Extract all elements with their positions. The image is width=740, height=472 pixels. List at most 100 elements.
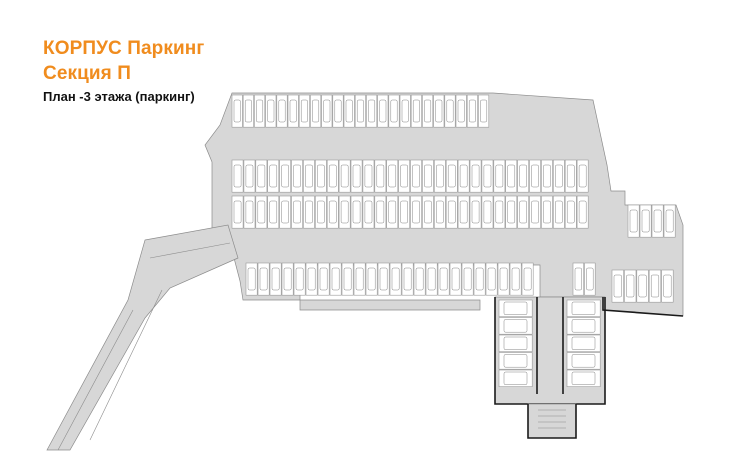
parking-spot bbox=[291, 159, 303, 193]
car-icon bbox=[269, 200, 278, 224]
parking-spot bbox=[413, 262, 426, 296]
parking-spot bbox=[242, 94, 254, 128]
parking-spot bbox=[298, 94, 310, 128]
parking-spot bbox=[425, 262, 438, 296]
parking-spot bbox=[466, 94, 478, 128]
car-icon bbox=[436, 164, 444, 188]
parking-spot bbox=[293, 262, 306, 296]
parking-spot bbox=[314, 195, 327, 229]
car-icon bbox=[317, 200, 325, 224]
car-icon bbox=[412, 99, 420, 123]
parking-spot bbox=[541, 159, 553, 193]
parking-spot bbox=[255, 195, 268, 229]
car-icon bbox=[289, 99, 297, 123]
car-icon bbox=[499, 267, 508, 291]
car-icon bbox=[468, 99, 476, 123]
parking-spot bbox=[498, 369, 533, 388]
parking-spot bbox=[648, 269, 662, 303]
parking-spot bbox=[469, 159, 482, 193]
car-icon bbox=[480, 99, 488, 123]
parking-spot bbox=[231, 159, 244, 193]
parking-spot bbox=[498, 299, 533, 318]
parking-spot bbox=[410, 94, 422, 128]
parking-spot bbox=[478, 94, 490, 128]
car-icon bbox=[305, 164, 313, 188]
parking-spot bbox=[457, 159, 470, 193]
car-icon bbox=[300, 99, 308, 123]
car-icon bbox=[511, 267, 520, 291]
parking-spot bbox=[639, 204, 652, 238]
lower-strip bbox=[299, 299, 481, 311]
car-icon bbox=[412, 164, 420, 188]
parking-spot bbox=[243, 159, 256, 193]
parking-spot bbox=[350, 159, 363, 193]
car-icon bbox=[355, 267, 364, 291]
car-icon bbox=[245, 200, 254, 224]
parking-spot bbox=[493, 159, 506, 193]
car-icon bbox=[503, 371, 528, 385]
car-icon bbox=[519, 200, 527, 224]
car-icon bbox=[571, 371, 596, 385]
car-icon bbox=[503, 301, 528, 315]
car-icon bbox=[388, 164, 397, 188]
car-icon bbox=[578, 200, 587, 224]
car-icon bbox=[352, 200, 361, 224]
parking-spot bbox=[651, 204, 664, 238]
parking-spot bbox=[572, 262, 584, 296]
car-icon bbox=[519, 164, 527, 188]
car-icon bbox=[495, 164, 504, 188]
parking-spot bbox=[445, 159, 458, 193]
parking-spot bbox=[422, 159, 434, 193]
parking-spot bbox=[386, 159, 399, 193]
car-icon bbox=[487, 267, 496, 291]
car-icon bbox=[376, 200, 385, 224]
parking-spot bbox=[566, 299, 601, 318]
parking-spot bbox=[305, 262, 318, 296]
car-icon bbox=[626, 274, 635, 298]
parking-spot bbox=[255, 159, 268, 193]
car-icon bbox=[281, 164, 289, 188]
parking-spot bbox=[663, 204, 676, 238]
car-icon bbox=[531, 164, 539, 188]
parking-spot bbox=[303, 195, 315, 229]
parking-spot bbox=[444, 94, 456, 128]
car-icon bbox=[665, 209, 674, 233]
car-icon bbox=[439, 267, 448, 291]
parking-spot bbox=[321, 94, 333, 128]
car-icon bbox=[305, 200, 313, 224]
parking-spot bbox=[493, 195, 506, 229]
parking-spot bbox=[529, 195, 541, 229]
parking-spot bbox=[576, 159, 589, 193]
car-icon bbox=[345, 99, 353, 123]
car-icon bbox=[245, 164, 254, 188]
car-icon bbox=[578, 164, 587, 188]
car-icon bbox=[379, 267, 388, 291]
car-icon bbox=[293, 164, 301, 188]
car-icon bbox=[543, 200, 551, 224]
parking-spot bbox=[552, 195, 565, 229]
parking-spot bbox=[584, 262, 596, 296]
parking-spot bbox=[481, 159, 494, 193]
parking-spot bbox=[541, 195, 553, 229]
car-icon bbox=[400, 200, 408, 224]
parking-spot bbox=[398, 159, 411, 193]
parking-spot bbox=[332, 94, 344, 128]
car-icon bbox=[379, 99, 387, 123]
car-icon bbox=[571, 319, 596, 333]
parking-spot bbox=[279, 195, 292, 229]
car-icon bbox=[475, 267, 484, 291]
parking-spots bbox=[231, 94, 676, 388]
car-icon bbox=[571, 301, 596, 315]
parking-spot bbox=[231, 195, 244, 229]
car-icon bbox=[650, 274, 660, 298]
plan-header: КОРПУС Паркинг Секция П План -3 этажа (п… bbox=[43, 36, 204, 106]
car-icon bbox=[364, 164, 373, 188]
parking-spot bbox=[401, 262, 414, 296]
ramp-line bbox=[149, 242, 231, 259]
car-icon bbox=[323, 99, 331, 123]
entry-ramp bbox=[46, 224, 239, 451]
car-icon bbox=[555, 164, 563, 188]
parking-spot bbox=[505, 195, 518, 229]
car-icon bbox=[613, 274, 622, 298]
car-icon bbox=[459, 200, 468, 224]
